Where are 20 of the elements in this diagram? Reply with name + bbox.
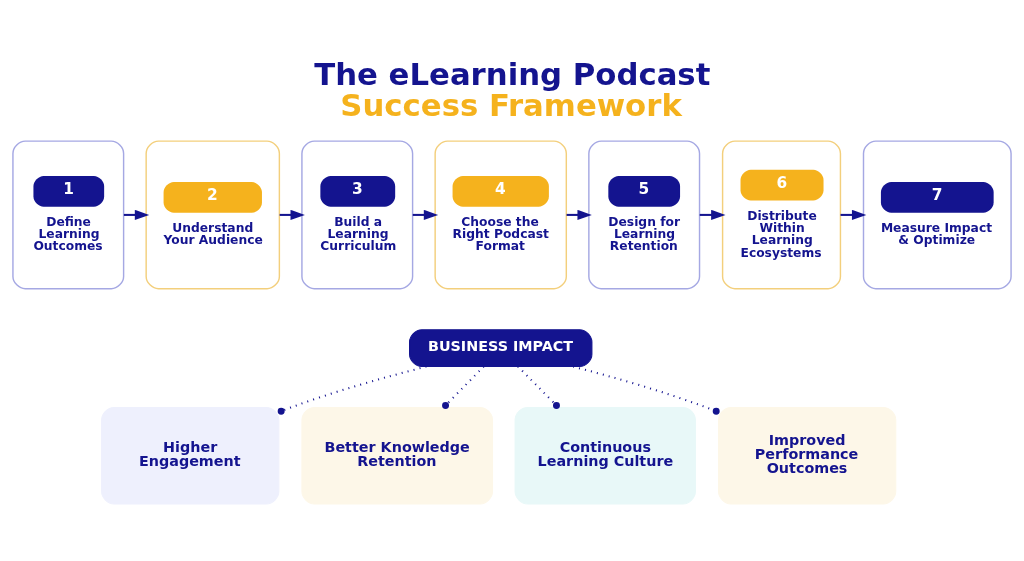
node-box: Better Knowledge Retention xyxy=(301,407,494,505)
node-box: 3 Build a Learning Curriculum xyxy=(301,140,414,290)
node-box: Continuous Learning Culture xyxy=(514,407,696,505)
connector xyxy=(572,365,720,415)
arrow xyxy=(412,209,439,220)
node-box: 7 Measure Impact & Optimize xyxy=(862,140,1012,290)
node-box: Higher Engagement xyxy=(101,407,280,505)
diagram-title: The eLearning Podcast Success Framework xyxy=(314,55,711,123)
node-box: 1 Define Learning Outcomes xyxy=(12,140,125,290)
arrow xyxy=(279,209,305,220)
node-box: 6 Distribute Within Learning Ecosystems xyxy=(721,140,842,290)
node-box: 4 Choose the Right Podcast Format xyxy=(434,140,568,290)
connector xyxy=(517,365,560,409)
connector xyxy=(442,365,485,409)
connector xyxy=(277,365,427,415)
node-box: BUSINESS IMPACT xyxy=(409,329,593,368)
node-box: 5 Design for Learning Retention xyxy=(588,140,701,290)
node-box: 2 Understand Your Audience xyxy=(145,140,281,290)
arrow xyxy=(123,209,150,220)
node-box: Improved Performance Outcomes xyxy=(718,407,897,505)
